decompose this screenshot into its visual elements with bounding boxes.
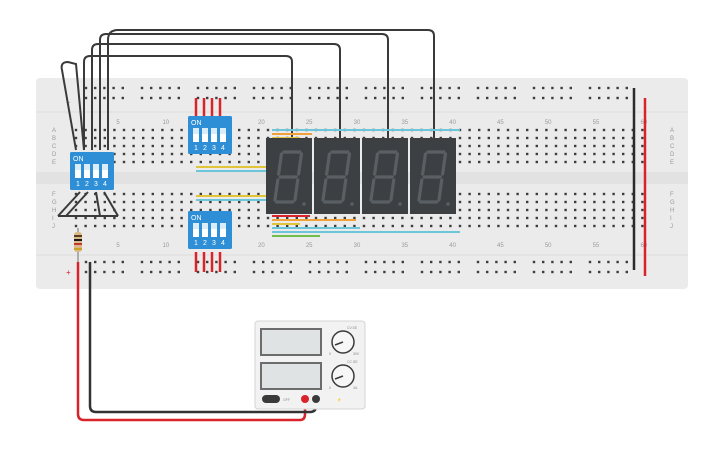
dip-toggle[interactable]: [211, 128, 217, 142]
dip-position-label: 3: [212, 240, 216, 247]
column-number-top: 5: [116, 120, 120, 126]
column-number-top: 50: [545, 120, 552, 126]
row-letter-left: B: [52, 136, 56, 142]
wire-power-red[interactable]: [76, 262, 307, 422]
column-number-top: 35: [401, 120, 408, 126]
jumper-wires-bottom-left[interactable]: [57, 191, 119, 217]
row-letter-left: C: [52, 144, 57, 150]
psu-tick-4: 3A: [353, 386, 358, 390]
psu-knob-label-2: CC.SE: [347, 360, 358, 364]
row-letter-right: H: [670, 208, 674, 214]
dip-toggle[interactable]: [193, 223, 199, 237]
row-letter-right: D: [670, 152, 675, 158]
psu-terminal-positive[interactable]: [301, 395, 309, 403]
dip-position-label: 1: [76, 181, 80, 188]
dip-position-label: 2: [203, 145, 207, 152]
column-number-bottom: 40: [449, 243, 456, 249]
column-number-top: 40: [449, 120, 456, 126]
column-number-bottom: 45: [497, 243, 504, 249]
column-number-top: 45: [497, 120, 504, 126]
dip-toggle[interactable]: [220, 223, 226, 237]
row-letter-left: J: [52, 224, 55, 230]
power-supply: CV.SE CC.SE 0 30V 0 3A OFF ⚡: [254, 320, 366, 410]
column-number-top: 25: [306, 120, 313, 126]
row-letter-left: E: [52, 160, 56, 166]
column-number-bottom: 35: [401, 243, 408, 249]
row-letter-right: C: [670, 144, 675, 150]
psu-tick-3: 0: [329, 386, 331, 390]
row-letter-left: G: [52, 200, 57, 206]
dip-position-label: 2: [203, 240, 207, 247]
psu-voltage-display: [260, 328, 322, 356]
seven-segment-digit: 8: [314, 138, 360, 214]
dip-on-label: ON: [73, 156, 84, 163]
row-letter-right: B: [670, 136, 674, 142]
column-number-bottom: 20: [258, 243, 265, 249]
red-pins-bottom: [194, 252, 222, 272]
dip-position-label: 4: [221, 240, 225, 247]
row-letter-right: F: [670, 192, 674, 198]
dip-toggle[interactable]: [193, 128, 199, 142]
dip-toggle[interactable]: [220, 128, 226, 142]
dip-toggle[interactable]: [75, 164, 81, 178]
dip-toggle[interactable]: [202, 128, 208, 142]
row-letter-left: D: [52, 152, 57, 158]
column-number-bottom: 50: [545, 243, 552, 249]
dip-position-label: 4: [221, 145, 225, 152]
dip-position-label: 1: [194, 240, 198, 247]
row-letter-left: H: [52, 208, 56, 214]
column-number-top: 20: [258, 120, 265, 126]
column-number-bottom: 25: [306, 243, 313, 249]
seven-segment-digit: 8: [266, 138, 312, 214]
dip-on-label: ON: [191, 215, 202, 222]
dip-toggle[interactable]: [102, 164, 108, 178]
row-letter-left: I: [52, 216, 54, 222]
column-number-top: 30: [354, 120, 361, 126]
row-letter-right: A: [670, 128, 674, 134]
signal-wires[interactable]: [196, 129, 460, 237]
row-letter-right: J: [670, 224, 673, 230]
seven-segment-digit: 8: [362, 138, 408, 214]
dip-toggle[interactable]: [84, 164, 90, 178]
row-letter-right: G: [670, 200, 675, 206]
seven-segment-digit: 8: [410, 138, 456, 214]
row-letter-left: A: [52, 128, 56, 134]
resistor[interactable]: [74, 228, 82, 262]
psu-power-button-label: OFF: [283, 398, 290, 402]
dip-toggle[interactable]: [93, 164, 99, 178]
column-number-bottom: 55: [593, 243, 600, 249]
dip-position-label: 4: [103, 181, 107, 188]
psu-knob-label-1: CV.SE: [347, 326, 358, 330]
psu-current-display: [260, 362, 322, 390]
red-pins-top: [194, 98, 222, 116]
dip-position-label: 3: [94, 181, 98, 188]
dip-toggle[interactable]: [211, 223, 217, 237]
rail-plus-label: +: [66, 268, 71, 277]
dip-on-label: ON: [191, 120, 202, 127]
column-number-bottom: 30: [354, 243, 361, 249]
psu-power-button[interactable]: [262, 395, 280, 403]
dip-position-label: 1: [194, 145, 198, 152]
psu-brand-mark: ⚡: [337, 397, 341, 402]
jumper-wires-top[interactable]: [60, 29, 435, 151]
psu-terminal-negative[interactable]: [312, 395, 320, 403]
row-letter-right: E: [670, 160, 674, 166]
column-number-bottom: 10: [162, 243, 169, 249]
dip-toggle[interactable]: [202, 223, 208, 237]
row-letter-right: I: [670, 216, 672, 222]
column-number-top: 10: [162, 120, 169, 126]
psu-tick-1: 0: [329, 352, 331, 356]
column-number-bottom: 5: [116, 243, 120, 249]
row-letter-left: F: [52, 192, 56, 198]
dip-position-label: 2: [85, 181, 89, 188]
column-number-top: 55: [593, 120, 600, 126]
dip-position-label: 3: [212, 145, 216, 152]
psu-tick-2: 30V: [353, 352, 360, 356]
